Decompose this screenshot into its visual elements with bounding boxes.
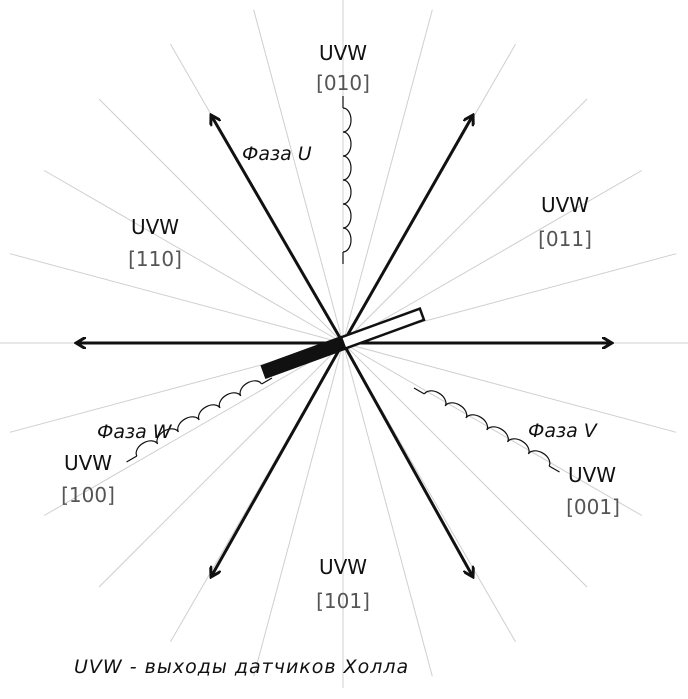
sector-code-top: [010] — [316, 71, 370, 95]
phase-w-label: Фаза W — [97, 421, 173, 443]
sector-code-upper-left: [110] — [128, 247, 182, 271]
rotor-south-pole — [260, 335, 347, 379]
grid-line — [98, 98, 344, 344]
arrow-down-right — [341, 342, 473, 577]
grid-line — [9, 253, 344, 344]
grid-line — [342, 170, 643, 344]
grid-line — [253, 342, 344, 677]
coil-w — [126, 377, 273, 463]
grid-line — [342, 342, 588, 588]
grid-line — [342, 342, 643, 516]
arrow-down-left — [211, 342, 345, 577]
sector-label-bottom: UVW — [319, 555, 367, 579]
grid-line — [342, 98, 588, 344]
sector-code-bottom: [101] — [316, 589, 370, 613]
sector-label-upper-left: UVW — [131, 215, 179, 239]
grid-line — [253, 9, 344, 344]
sector-label-lower-right: UVW — [568, 463, 616, 487]
grid-line — [342, 342, 677, 433]
sector-label-lower-left: UVW — [64, 451, 112, 475]
arrow-up-right — [341, 115, 473, 344]
arrow-up-left — [211, 115, 345, 344]
grid-line — [43, 342, 344, 516]
footnote: UVW - выходы датчиков Холла — [74, 656, 409, 678]
grid-line — [342, 9, 433, 344]
sector-label-upper-right: UVW — [541, 193, 589, 217]
rotor-magnet — [260, 307, 426, 379]
sector-code-lower-right: [001] — [566, 495, 620, 519]
sector-code-lower-left: [100] — [61, 483, 115, 507]
phase-u-label: Фаза U — [242, 143, 312, 165]
grid-line — [98, 342, 344, 588]
sector-code-upper-right: [011] — [538, 227, 592, 251]
grid-line — [43, 170, 344, 344]
vector-arrows — [76, 115, 612, 577]
sector-label-top: UVW — [319, 41, 367, 65]
grid-line — [342, 342, 433, 677]
phase-v-label: Фаза V — [528, 420, 599, 442]
coil-u — [342, 96, 352, 264]
